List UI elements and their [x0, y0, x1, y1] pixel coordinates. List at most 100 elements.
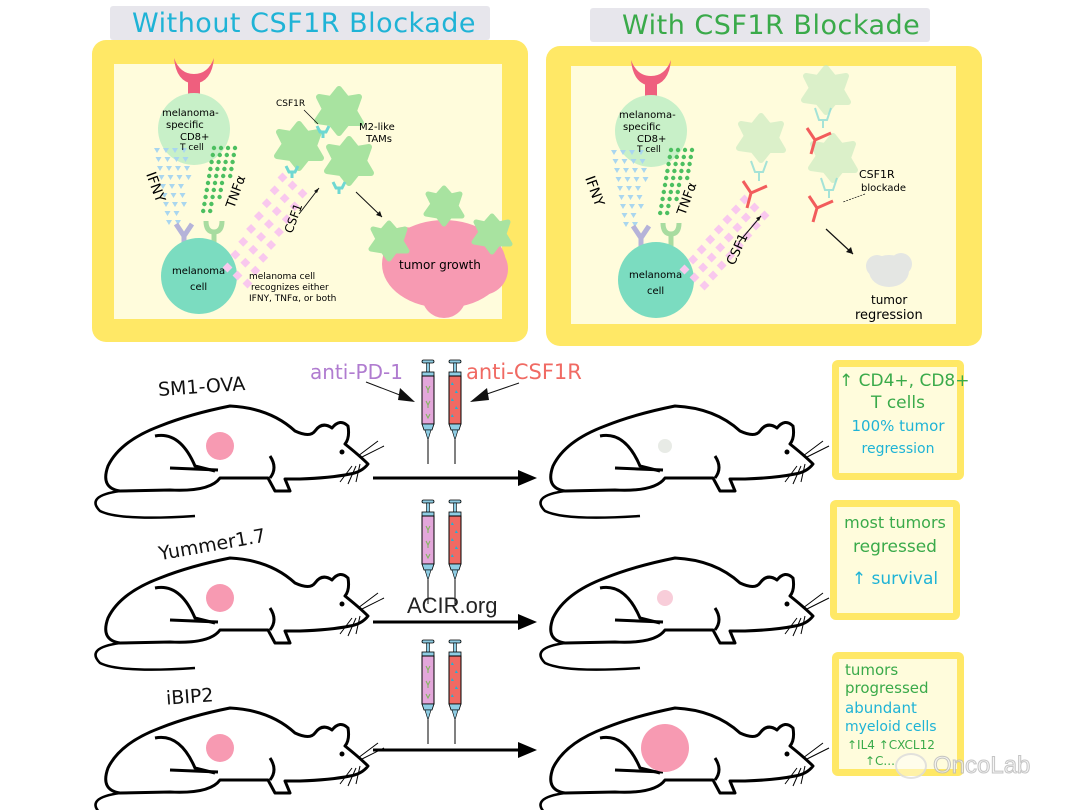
tnf-dot	[222, 166, 227, 172]
tnf-dot	[208, 208, 213, 214]
brand-watermark: OncoLab	[895, 752, 1031, 780]
ifn-triangle	[164, 211, 171, 216]
melanoma-cell-label: melanoma	[172, 266, 225, 277]
tnf-dot	[207, 173, 212, 179]
tnf-dots	[201, 145, 238, 214]
tnf-dot	[680, 161, 685, 167]
csf1-square	[277, 172, 288, 183]
csf1r-receptor-icon	[284, 165, 300, 178]
tnf-dot	[229, 166, 234, 172]
arrowhead-icon	[518, 742, 537, 758]
tumor-regressed	[866, 253, 912, 287]
ifn-triangle	[170, 193, 177, 198]
title-band-with	[590, 8, 930, 42]
csf1-square	[266, 239, 277, 250]
csf1-square	[281, 214, 292, 225]
tnf-dot	[675, 189, 680, 195]
ifn-triangle	[620, 150, 626, 155]
result-note-yummer: most tumors regressed ↑ survival	[830, 500, 960, 620]
blocking-antibody-icon	[807, 195, 834, 223]
ifn-triangle	[166, 166, 172, 171]
anti-pd1-syringe-icon	[421, 359, 435, 465]
csf1-arrow-icon	[738, 215, 762, 243]
csf1-square	[271, 206, 282, 217]
ifn-triangle	[623, 222, 629, 227]
result-line: ↑ CD4+, CD8+	[839, 371, 970, 391]
ifn-triangle	[614, 168, 620, 173]
ifn-triangle	[155, 157, 162, 162]
tnf-dot	[668, 189, 673, 195]
ifn-triangle	[633, 177, 640, 182]
tumor-before	[206, 432, 234, 460]
ifn-triangle	[642, 177, 649, 182]
ifn-triangle	[181, 148, 187, 153]
csf1-square	[759, 210, 770, 221]
ifn-triangle	[164, 157, 171, 162]
ifn-triangle	[157, 166, 163, 171]
ifn-triangle	[641, 168, 647, 173]
anti-csf1r-syringe-icon	[448, 359, 462, 465]
regression-label: regression	[855, 308, 923, 323]
result-line: abundant	[845, 699, 917, 717]
t-cell-label: T cell	[636, 145, 661, 155]
tnf-dot	[665, 168, 670, 174]
tnf-dot	[223, 159, 228, 165]
tnf-dot	[673, 161, 678, 167]
anti-pd1-syringe-icon	[421, 499, 435, 605]
blocking-antibody-icon	[805, 127, 832, 155]
ifn-triangle	[175, 166, 181, 171]
tnf-dot	[676, 182, 682, 188]
tnf-receptor-icon	[660, 222, 682, 246]
tnf-dot	[668, 147, 674, 153]
tcr-receptor-icon	[174, 58, 214, 84]
tnf-dot	[212, 180, 218, 186]
ifn-triangle	[181, 202, 187, 207]
csf1-squares	[222, 172, 308, 289]
tumor-after	[657, 590, 673, 606]
panel-without-blockade: melanoma- specific CD8+ T cell IFNY TNFα…	[92, 40, 528, 342]
csf1r-receptor-icon	[331, 181, 347, 194]
ifn-triangle	[169, 184, 175, 189]
tnf-dot	[203, 194, 208, 200]
tnf-dot	[209, 159, 214, 165]
tumor-before	[206, 734, 234, 762]
t-cell-label: melanoma-	[619, 110, 676, 121]
t-cell-label: CD8+	[637, 134, 666, 145]
ifn-triangle	[621, 159, 628, 164]
melanoma-cell	[161, 238, 237, 314]
ifn-triangle	[618, 195, 625, 200]
tnf-dot	[689, 147, 695, 153]
tnf-dot	[225, 145, 231, 151]
tnf-dot	[218, 145, 224, 151]
t-cell	[158, 93, 230, 165]
tnf-dot	[675, 147, 681, 153]
panel-title-without: Without CSF1R Blockade	[132, 8, 476, 39]
panel-with-inner: melanoma- specific CD8+ T cell IFNY TNFα…	[571, 60, 956, 324]
csf1-square	[739, 194, 750, 205]
tam-blocked	[736, 113, 786, 163]
blockade-label: blockade	[861, 183, 906, 194]
tnf-dot	[672, 168, 677, 174]
result-line: ↑C...	[865, 754, 895, 768]
melanoma-cell-label: melanoma	[629, 270, 682, 281]
tnf-dot	[217, 152, 222, 158]
mouse-after-treatment	[539, 404, 831, 520]
diagram-without: melanoma- specific CD8+ T cell IFNY TNFα…	[142, 58, 513, 318]
csf1-square	[279, 193, 290, 204]
tnf-dot	[228, 173, 233, 179]
t-cell-label: CD8+	[180, 132, 209, 143]
anti-pd1-syringe-icon	[421, 639, 435, 745]
ifn-triangle	[173, 157, 180, 162]
tnf-dot	[678, 175, 683, 181]
csf1-square	[242, 278, 253, 289]
ifn-triangle	[179, 193, 186, 198]
tnf-dot	[215, 166, 220, 172]
t-cell-label: specific	[623, 122, 661, 133]
tam-to-tumor-arrow-icon	[355, 191, 383, 218]
tnf-dot	[221, 173, 226, 179]
tnf-dot	[210, 194, 215, 200]
tam-on-tumor	[423, 185, 465, 227]
csf1-square	[749, 202, 760, 213]
csf1-arrow-icon	[298, 187, 320, 215]
